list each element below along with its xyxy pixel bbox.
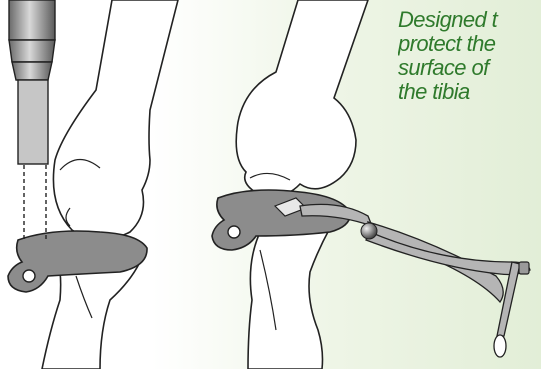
caption-line: protect the: [398, 32, 541, 56]
caption-line: surface of: [398, 56, 541, 80]
right-plate-hole: [228, 226, 240, 238]
left-knee: [8, 0, 178, 369]
left-plate-hole: [23, 270, 35, 282]
right-femur: [236, 0, 368, 197]
left-femur: [53, 0, 178, 240]
oscillating-saw-icon: [9, 0, 55, 164]
right-tibia: [248, 228, 330, 369]
caption-line: Designed t: [398, 8, 541, 32]
caption-text: Designed t protect the surface of the ti…: [398, 8, 541, 104]
caption-line: the tibia: [398, 80, 541, 104]
